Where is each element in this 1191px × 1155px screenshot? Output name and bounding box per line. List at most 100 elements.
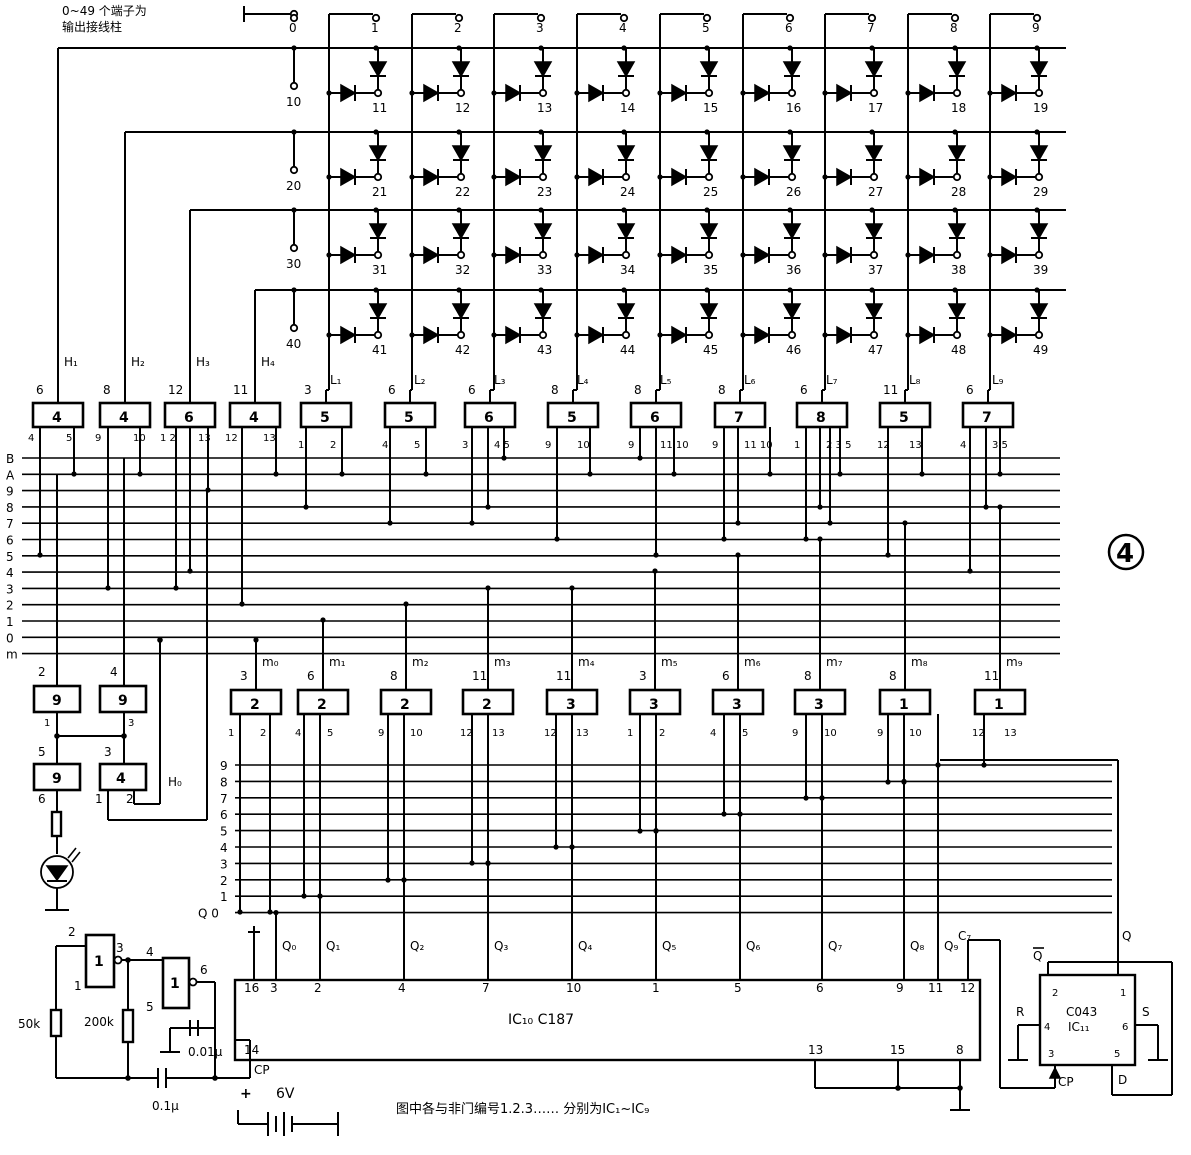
- terminal-label-42: 42: [455, 343, 470, 357]
- terminal-label-14: 14: [620, 101, 635, 115]
- lower-bus-label-3: 6: [220, 808, 228, 822]
- upper-bus-label-7: 4: [6, 566, 14, 580]
- l-gate-pin-a-8: 12: [877, 440, 890, 451]
- h-gate-3: [163, 401, 217, 429]
- counter-pin-top-7: 5: [734, 981, 742, 995]
- ff-pin-4: 4: [1044, 1022, 1050, 1033]
- m-gate-pin-out-1: 6: [307, 669, 315, 683]
- counter-pin-top-0: 16: [244, 981, 259, 995]
- top-terminal-0: [289, 13, 299, 23]
- l-gate-ic-7: 8: [816, 410, 826, 426]
- upper-bus-label-1: A: [6, 468, 15, 482]
- terminal-label-43: 43: [537, 343, 552, 357]
- h-gate-pin-a-1: 4: [28, 433, 34, 444]
- top-terminal-6: [785, 13, 795, 23]
- lower-bus-label-8: 1: [220, 890, 228, 904]
- l-gate-3: [463, 401, 517, 429]
- terminal-43: [538, 330, 548, 340]
- osc-c1: 0.01μ: [188, 1045, 223, 1059]
- counter-output-3: Q₃: [494, 939, 508, 953]
- m-gate-ic-8: 1: [899, 697, 909, 713]
- terminal-label-48: 48: [951, 343, 966, 357]
- m-gate-pin-b-1: 5: [327, 728, 333, 739]
- l-gate-9: [961, 401, 1015, 429]
- h-gate-pin-b-1: 5: [66, 433, 72, 444]
- l-gate-pin-b-3: 4 5: [494, 440, 510, 451]
- osc-g2-pin-6: 6: [200, 963, 208, 977]
- l-gate-pin-out-7: 6: [800, 383, 808, 397]
- terminal-10: [289, 81, 299, 91]
- h-gate-ic-1: 4: [52, 410, 62, 426]
- m-gate-ic-7: 3: [814, 697, 824, 713]
- upper-bus-label-8: 3: [6, 582, 14, 596]
- l-gate-label-3: L₃: [494, 373, 506, 387]
- h-gate-ic-3: 6: [184, 410, 194, 426]
- m-gate-pin-a-5: 1: [627, 728, 633, 739]
- l-gate-pin-a-6: 9: [712, 440, 718, 451]
- top-caption-line-2: 输出接线柱: [62, 19, 122, 34]
- lower-bus-label-9: Q 0: [198, 907, 219, 921]
- top-terminal-label-8: 8: [950, 21, 958, 35]
- counter-pin-bottom-2: 15: [890, 1043, 905, 1057]
- l-gate-ic-1: 5: [320, 410, 330, 426]
- m-gate-pin-b-8: 10: [909, 728, 922, 739]
- m-gate-pin-b-6: 5: [742, 728, 748, 739]
- m-gate-pin-b-4: 13: [576, 728, 589, 739]
- m-gate-pin-a-4: 12: [544, 728, 557, 739]
- h-gate-pin-out-3: 12: [168, 383, 183, 397]
- left-gate-4-pin-a: 1: [95, 792, 103, 806]
- terminal-31: [373, 250, 383, 260]
- terminal-label-40: 40: [286, 337, 301, 351]
- terminal-label-28: 28: [951, 185, 966, 199]
- h-gate-pin-b-4: 13: [263, 433, 276, 444]
- osc-g1-pin-1: 1: [74, 979, 82, 993]
- terminal-33: [538, 250, 548, 260]
- terminal-label-22: 22: [455, 185, 470, 199]
- top-terminal-3: [536, 13, 546, 23]
- l-gate-pin-out-1: 3: [304, 383, 312, 397]
- counter-output-2: Q₂: [410, 939, 424, 953]
- l-gate-label-6: L₆: [744, 373, 756, 387]
- lower-bus-label-6: 3: [220, 857, 228, 871]
- terminal-46: [787, 330, 797, 340]
- ff-r: R: [1016, 1005, 1024, 1019]
- h-gate-label-1: H₁: [64, 355, 78, 369]
- l-gate-pin-a-9: 4: [960, 440, 966, 451]
- counter-pin-top-3: 4: [398, 981, 406, 995]
- m-gate-pin-b-9: 13: [1004, 728, 1017, 739]
- ff-q: Q: [1122, 929, 1131, 943]
- m-gate-ic-5: 3: [649, 697, 659, 713]
- terminal-42: [456, 330, 466, 340]
- ff-s: S: [1142, 1005, 1150, 1019]
- l-gate-pin-a-4: 9: [545, 440, 551, 451]
- l-gate-pin-out-9: 6: [966, 383, 974, 397]
- terminal-label-17: 17: [868, 101, 883, 115]
- ff-pin-1: 1: [1120, 988, 1126, 999]
- h-gate-4: [228, 401, 282, 429]
- left-gate-chain: 9 2 1 9 4 3 9 5 6 4 3 1 2 H₀: [32, 458, 208, 911]
- l-gate-label-2: L₂: [414, 373, 426, 387]
- l-gate-ic-5: 6: [650, 410, 660, 426]
- terminal-16: [787, 88, 797, 98]
- terminal-39: [1034, 250, 1044, 260]
- m-gate-label-0: m₀: [262, 655, 279, 669]
- counter-ic10: IC₁₀ C187 CP: [233, 978, 982, 1077]
- upper-bus-label-0: B: [6, 452, 14, 466]
- terminal-label-19: 19: [1033, 101, 1048, 115]
- m-gate-pin-out-5: 3: [639, 669, 647, 683]
- l-gate-pin-b-2: 5: [414, 440, 420, 451]
- terminal-41: [373, 330, 383, 340]
- m-gate-label-5: m₅: [661, 655, 678, 669]
- m-gate-pin-a-1: 4: [295, 728, 301, 739]
- terminal-11: [373, 88, 383, 98]
- left-gate-2-ic: 9: [118, 693, 128, 709]
- terminal-label-45: 45: [703, 343, 718, 357]
- ff-cp: CP: [1058, 1075, 1074, 1089]
- terminal-26: [787, 172, 797, 182]
- counter-pin-bottom-0: 14: [244, 1043, 259, 1057]
- bottom-caption: 图中各与非门编号1.2.3…… 分别为IC₁~IC₉: [396, 1101, 649, 1117]
